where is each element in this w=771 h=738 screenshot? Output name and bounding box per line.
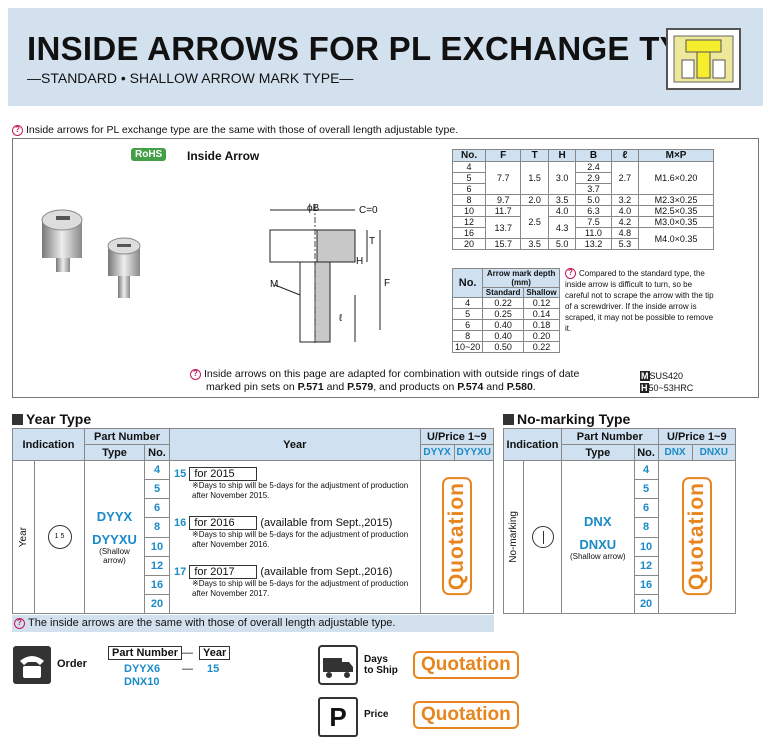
part-no: 16 — [144, 574, 170, 595]
order-example-dash: — — [182, 663, 193, 675]
note-icon: ? — [565, 268, 576, 280]
part-no: 6 — [633, 498, 659, 519]
type-dyyx: DYYX — [96, 509, 133, 525]
year-indication-icon: 1 5 — [47, 525, 72, 550]
order-example-2: DNX10 — [124, 676, 160, 688]
year-type-heading: Year Type — [12, 411, 91, 427]
year-row-2016: 16 for 2016 (available from Sept.,2015)※… — [174, 516, 409, 550]
page-title: INSIDE ARROWS FOR PL EXCHANGE TYPE — [27, 30, 727, 67]
part-no: 10 — [633, 536, 659, 557]
phone-order-icon — [13, 646, 51, 684]
drawing-label-h: H — [356, 256, 364, 267]
order-example-year: 15 — [207, 663, 220, 675]
part-no: 16 — [633, 574, 659, 595]
days-to-ship-quotation: Quotation — [413, 651, 519, 679]
material-spec: MSUS420 H50~53HRC — [640, 371, 694, 393]
combination-note: ?Inside arrows on this page are adapted … — [190, 368, 579, 394]
price-quotation: Quotation — [413, 701, 519, 729]
price-label: Price — [364, 709, 389, 720]
header-banner — [8, 8, 763, 106]
product-photo — [41, 209, 141, 298]
quotation-label: Quotation — [681, 476, 712, 595]
technical-drawing — [269, 205, 381, 345]
part-no: 20 — [633, 593, 659, 615]
drawing-label-m: M — [270, 279, 279, 290]
part-no: 8 — [144, 517, 170, 538]
order-part-number-header: Part Number — [108, 646, 183, 660]
note-icon: ? — [12, 124, 23, 136]
order-example-1: DYYX6 — [124, 663, 161, 675]
order-label: Order — [57, 658, 87, 670]
part-no: 20 — [144, 593, 170, 615]
footer-note: ?The inside arrows are the same with tho… — [12, 615, 494, 632]
spec-panel — [12, 138, 759, 398]
quotation-label: Quotation — [441, 476, 472, 595]
order-dash: — — [182, 647, 193, 659]
type-dyyxu: DYYXU — [92, 532, 137, 548]
part-no: 6 — [144, 498, 170, 519]
price-icon: P — [318, 697, 358, 737]
rohs-badge: RoHS — [131, 148, 167, 161]
row-label-year: Year — [18, 526, 29, 548]
drawing-label-phib: ϕB — [307, 203, 320, 214]
note-icon: ? — [14, 617, 25, 629]
truck-icon — [318, 645, 358, 685]
part-no: 5 — [144, 479, 170, 500]
part-no: 10 — [144, 536, 170, 557]
part-no: 4 — [633, 460, 659, 481]
drawing-label-c0: C=0 — [359, 205, 378, 216]
note-icon: ? — [190, 368, 201, 380]
inside-arrow-label: Inside Arrow — [187, 149, 260, 163]
no-marking-type-heading: No-marking Type — [503, 411, 630, 427]
year-row-2015: 15 for 2015 ※Days to ship will be 5-days… — [174, 467, 409, 501]
row-label-no-marking: No-marking — [508, 511, 519, 563]
depth-note: ?Compared to the standard type, the insi… — [565, 268, 714, 334]
type-dnxu: DNXU — [579, 536, 617, 552]
part-no: 12 — [633, 555, 659, 576]
drawing-label-t: T — [369, 236, 376, 247]
part-no: 4 — [144, 460, 170, 481]
page-subtitle: —STANDARD • SHALLOW ARROW MARK TYPE— — [27, 70, 354, 86]
no-marking-indication-icon — [531, 526, 554, 549]
part-no: 5 — [633, 479, 659, 500]
year-row-2017: 17 for 2017 (available from Sept.,2016)※… — [174, 565, 409, 599]
product-thumbnail-icon — [666, 28, 741, 90]
type-dnx: DNX — [584, 513, 612, 529]
order-year-header: Year — [199, 646, 231, 660]
drawing-label-l: ℓ — [339, 313, 343, 324]
intro-note: ?Inside arrows for PL exchange type are … — [12, 124, 458, 136]
part-no: 12 — [144, 555, 170, 576]
part-no: 8 — [633, 517, 659, 538]
drawing-label-f: F — [384, 278, 391, 289]
